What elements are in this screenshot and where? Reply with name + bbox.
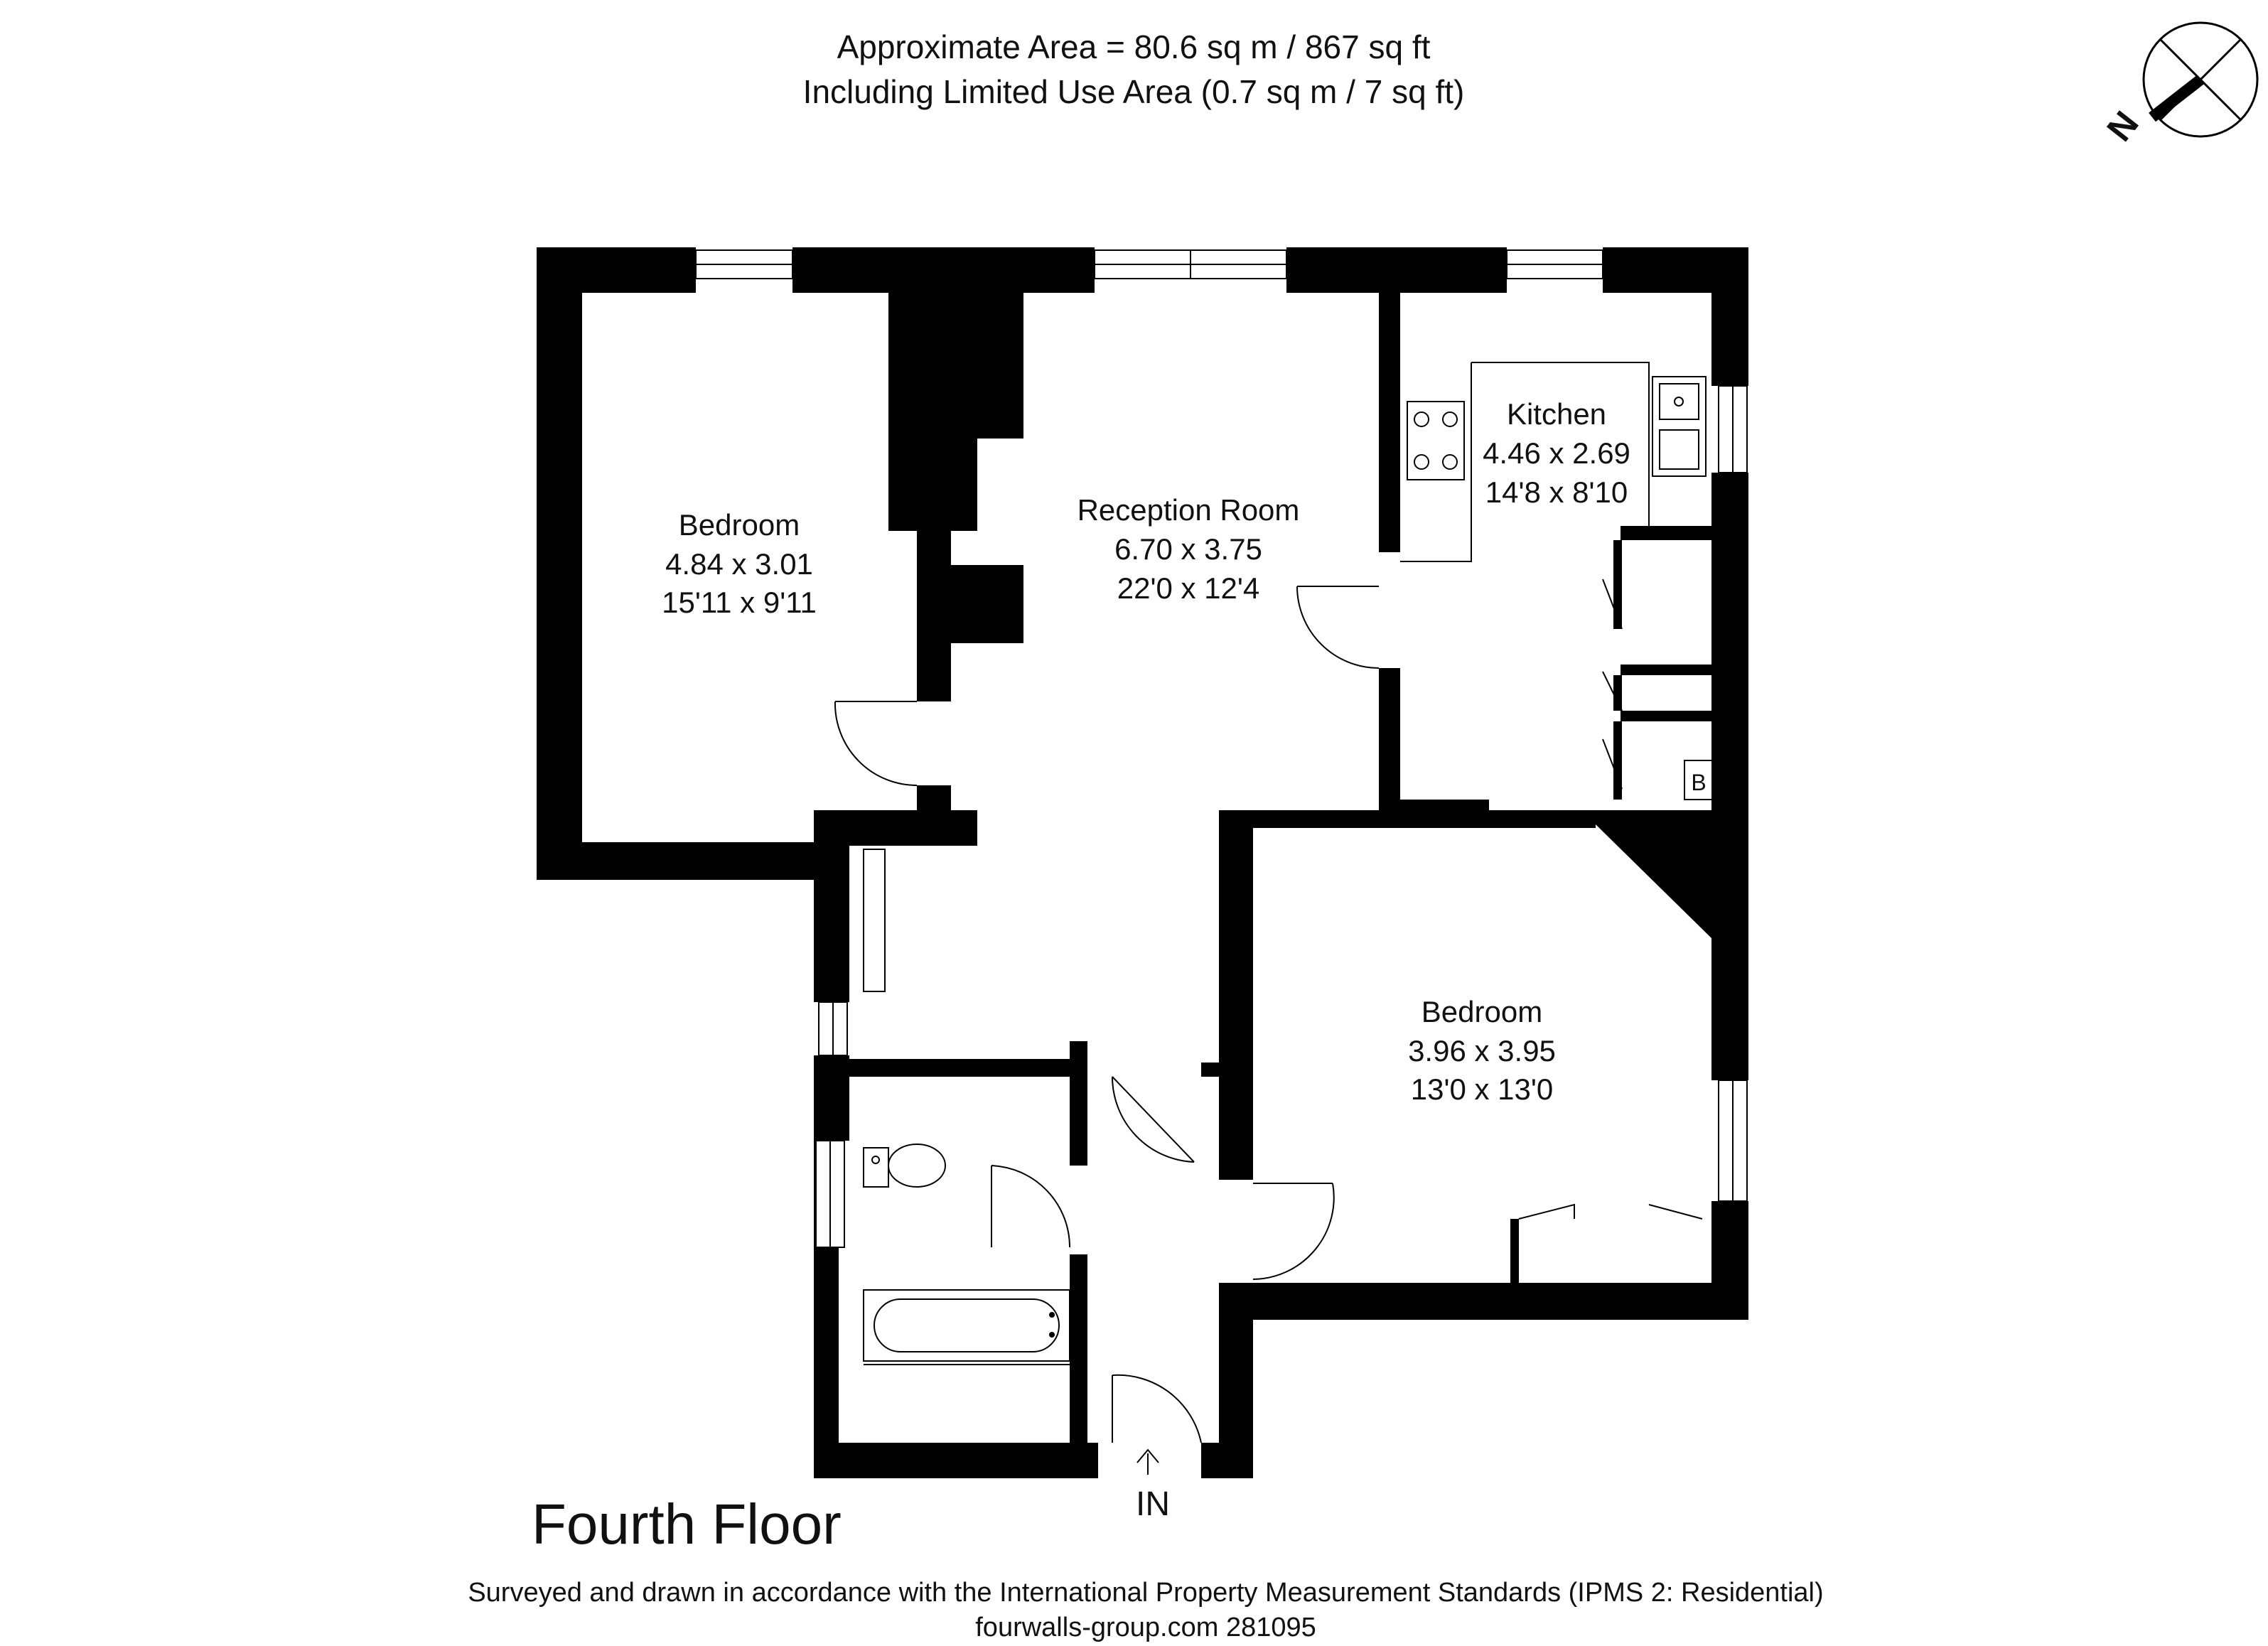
room-label-reception: Reception Room 6.70 x 3.75 22'0 x 12'4: [1077, 493, 1300, 605]
room-label-kitchen: Kitchen 4.46 x 2.69 14'8 x 8'10: [1483, 397, 1630, 509]
svg-text:Reception Room: Reception Room: [1077, 493, 1300, 527]
svg-text:14'8 x 8'10: 14'8 x 8'10: [1485, 475, 1628, 509]
doors: [834, 579, 1703, 1443]
svg-text:Bedroom: Bedroom: [679, 508, 800, 542]
compass-north-label: N: [2099, 104, 2146, 149]
room-label-bedroom-2: Bedroom 3.96 x 3.95 13'0 x 13'0: [1408, 995, 1556, 1106]
svg-text:6.70 x 3.75: 6.70 x 3.75: [1114, 532, 1262, 566]
svg-text:13'0 x 13'0: 13'0 x 13'0: [1411, 1072, 1554, 1106]
floor-label: Fourth Floor: [532, 1492, 842, 1556]
svg-text:22'0 x 12'4: 22'0 x 12'4: [1117, 571, 1260, 605]
standards-note: Surveyed and drawn in accordance with th…: [468, 1578, 1823, 1608]
compass-icon: N: [2099, 21, 2259, 149]
room-label-bedroom-1: Bedroom 4.84 x 3.01 15'11 x 9'11: [662, 508, 817, 619]
limited-use-area: Including Limited Use Area (0.7 sq m / 7…: [803, 73, 1465, 110]
walls: [537, 247, 1748, 1478]
svg-text:Kitchen: Kitchen: [1507, 397, 1606, 431]
area-summary: Approximate Area = 80.6 sq m / 867 sq ft: [837, 28, 1431, 65]
fixtures: B: [863, 362, 1714, 1475]
reference-note: fourwalls-group.com 281095: [975, 1613, 1316, 1642]
svg-text:4.84 x 3.01: 4.84 x 3.01: [665, 547, 813, 581]
entrance-label: IN: [1136, 1485, 1170, 1523]
svg-text:15'11 x 9'11: 15'11 x 9'11: [662, 586, 817, 619]
svg-text:4.46 x 2.69: 4.46 x 2.69: [1483, 436, 1630, 470]
svg-text:3.96 x 3.95: 3.96 x 3.95: [1408, 1034, 1556, 1067]
windows: [695, 249, 1748, 1248]
boiler-label: B: [1691, 770, 1706, 795]
svg-text:Bedroom: Bedroom: [1421, 995, 1542, 1028]
